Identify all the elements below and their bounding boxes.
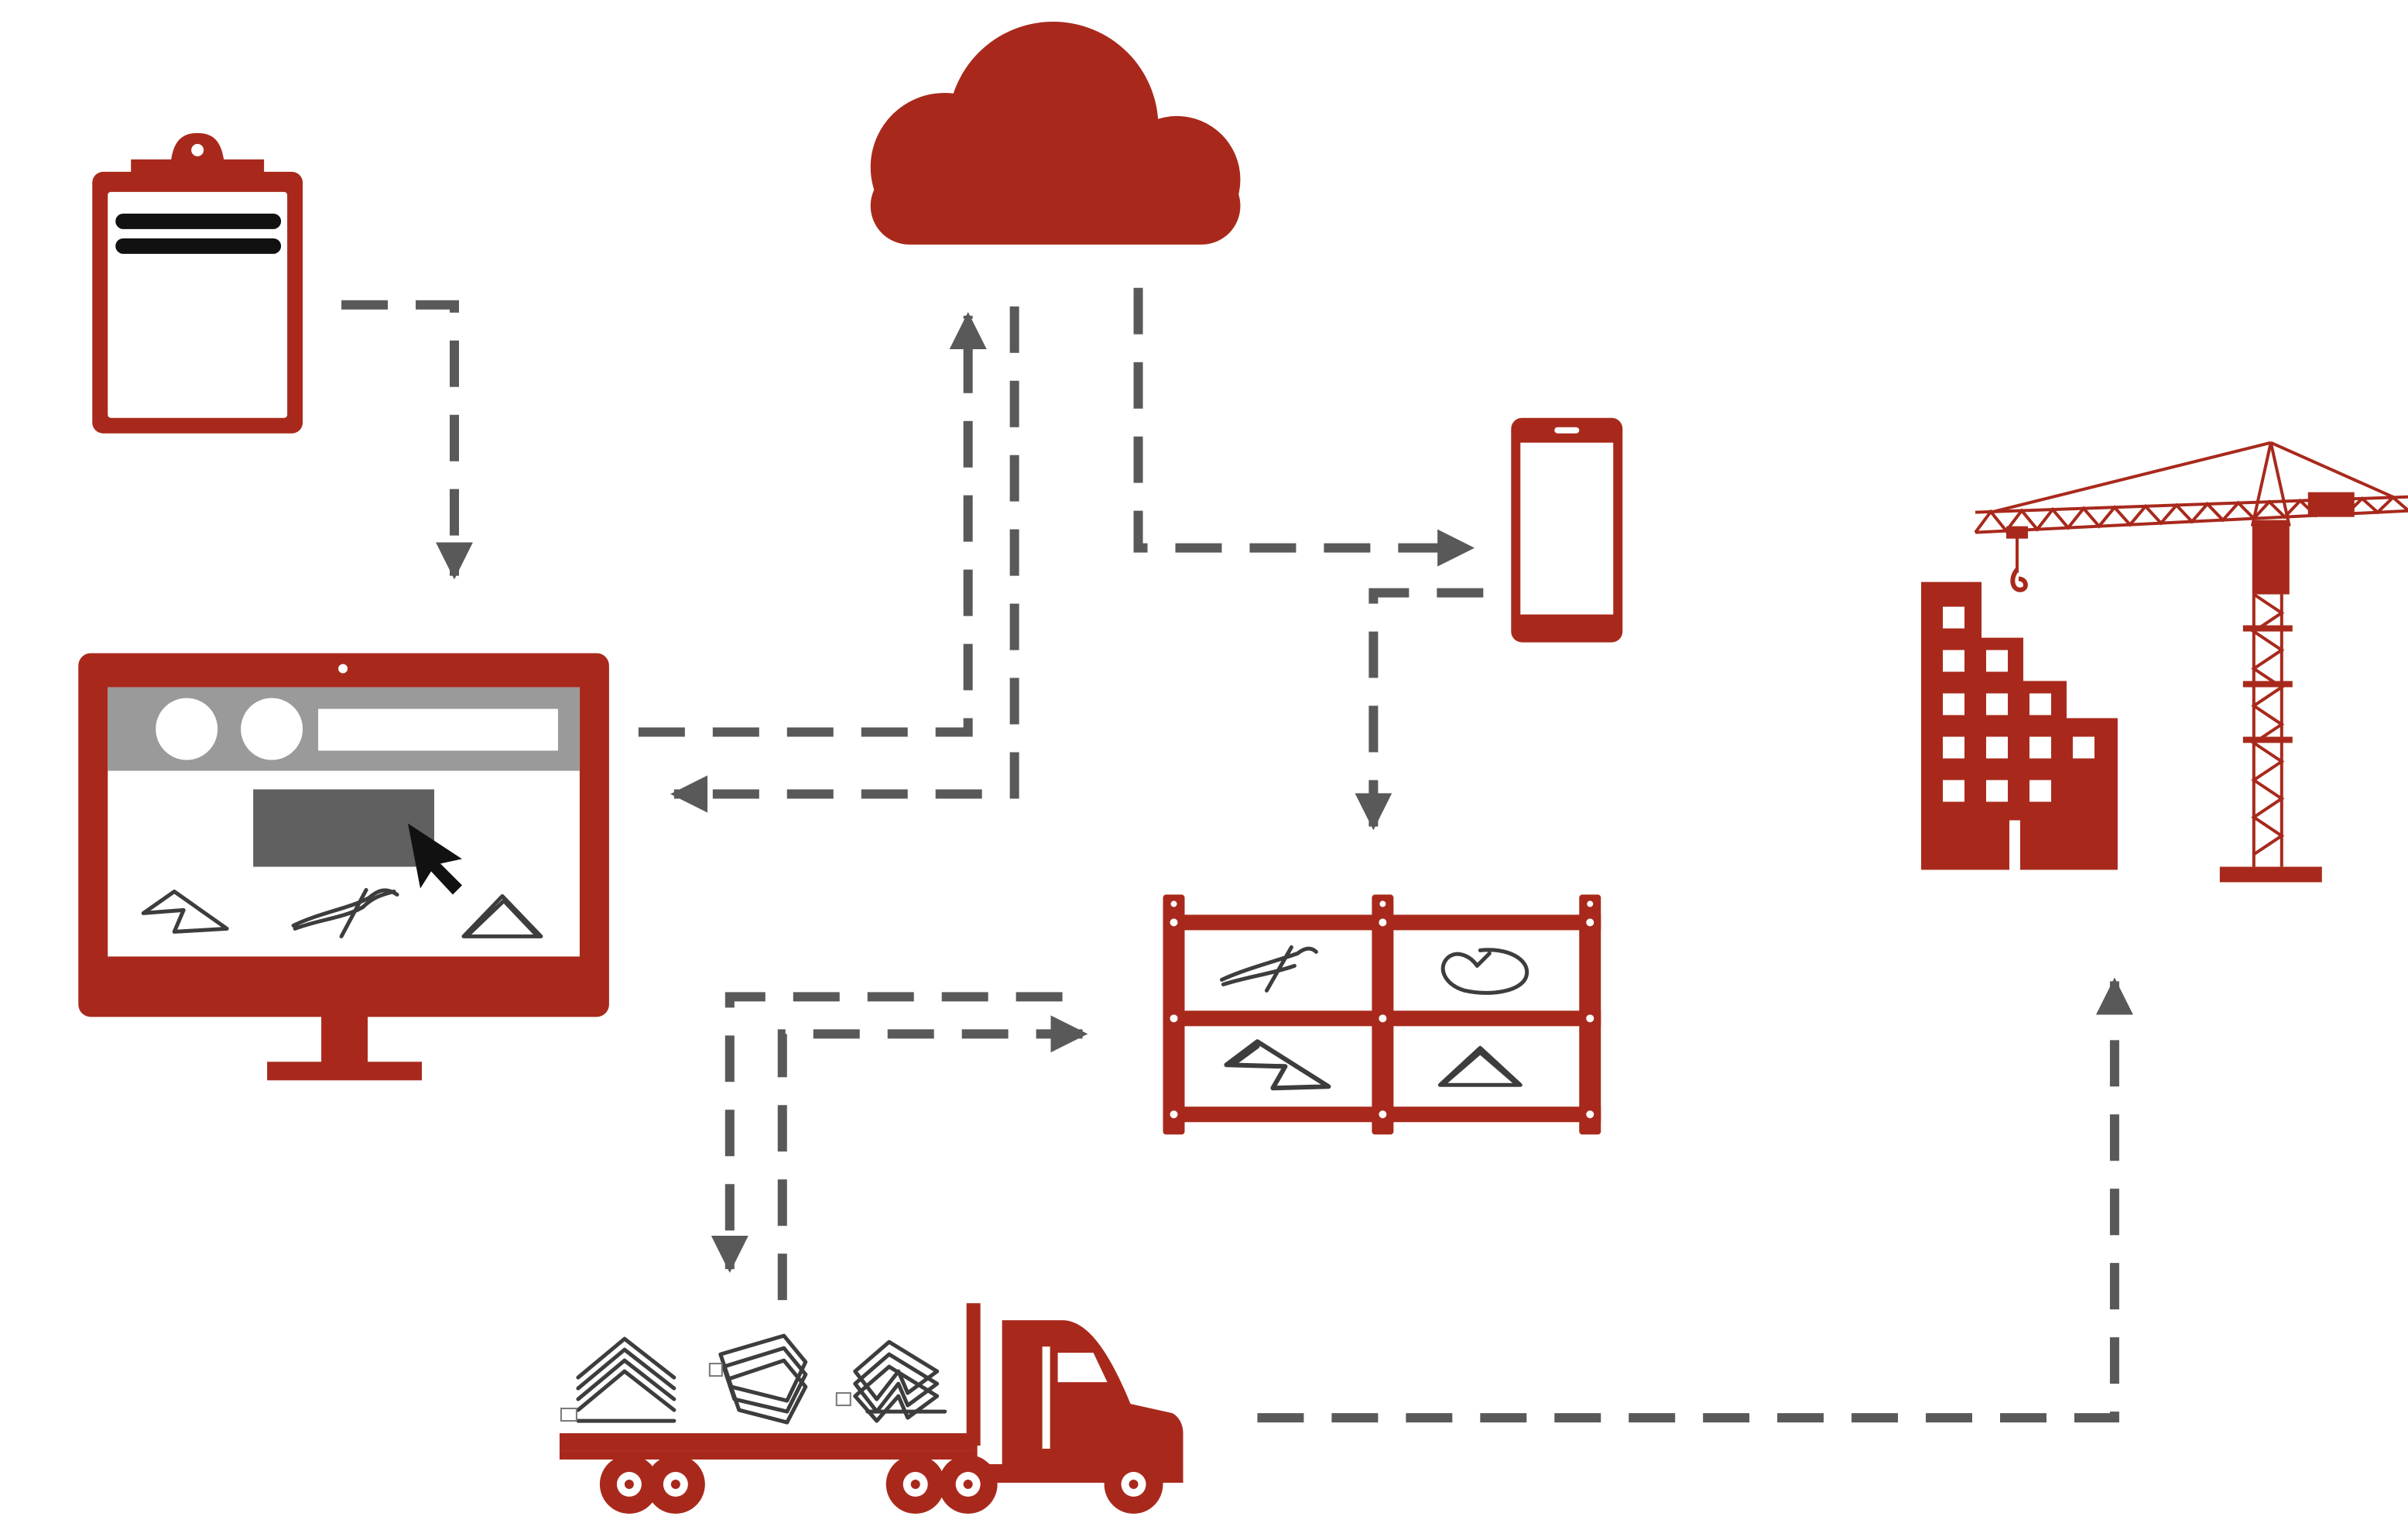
rack-rebar-shapes xyxy=(1219,945,1529,1091)
building-window xyxy=(2029,693,2051,715)
building-window xyxy=(2029,736,2051,759)
connector-truck-to-rack xyxy=(777,1015,1088,1301)
screen-rebar-shapes xyxy=(141,887,543,938)
screen-header-bar xyxy=(108,687,580,771)
connectors xyxy=(341,287,2133,1423)
building-window xyxy=(2029,780,2051,802)
truck-rebar-bundles xyxy=(560,1333,947,1425)
building-window xyxy=(2072,736,2095,759)
building-window xyxy=(1985,736,2008,759)
building-window xyxy=(1943,650,1965,672)
building-window xyxy=(1943,780,1965,802)
tower-crane-icon xyxy=(1974,441,2408,883)
building-window xyxy=(1943,693,1965,715)
mouse-cursor-icon xyxy=(408,823,462,895)
building-icon xyxy=(1921,581,2118,870)
connector-clipboard-to-monitor xyxy=(341,300,473,580)
rebar-bundle-loops xyxy=(708,1333,808,1425)
building-window xyxy=(1985,650,2008,672)
clipboard-icon xyxy=(92,132,303,434)
connector-cloud-to-monitor xyxy=(670,306,1019,813)
computer-monitor-icon xyxy=(78,653,609,1081)
connector-phone-to-rack xyxy=(1355,588,1484,831)
building-with-crane-icon xyxy=(1921,441,2408,883)
building-window xyxy=(1943,736,1965,759)
flatbed-truck-icon xyxy=(559,1303,1183,1514)
connector-rack-to-truck xyxy=(711,992,1063,1273)
rebar-bundle-triangles xyxy=(560,1336,677,1423)
building-window xyxy=(1985,780,2008,802)
building-window xyxy=(1943,606,1965,629)
connector-monitor-to-cloud xyxy=(638,311,987,737)
connector-cloud-to-phone xyxy=(1133,287,1475,567)
cloud-icon xyxy=(870,21,1241,245)
rebar-bundle-stirrups xyxy=(835,1339,947,1423)
connector-truck-to-site xyxy=(1257,977,2133,1423)
storage-rack-icon xyxy=(1163,894,1601,1135)
building-window xyxy=(1985,693,2008,715)
smartphone-icon xyxy=(1511,417,1623,643)
screen-button xyxy=(253,789,435,867)
